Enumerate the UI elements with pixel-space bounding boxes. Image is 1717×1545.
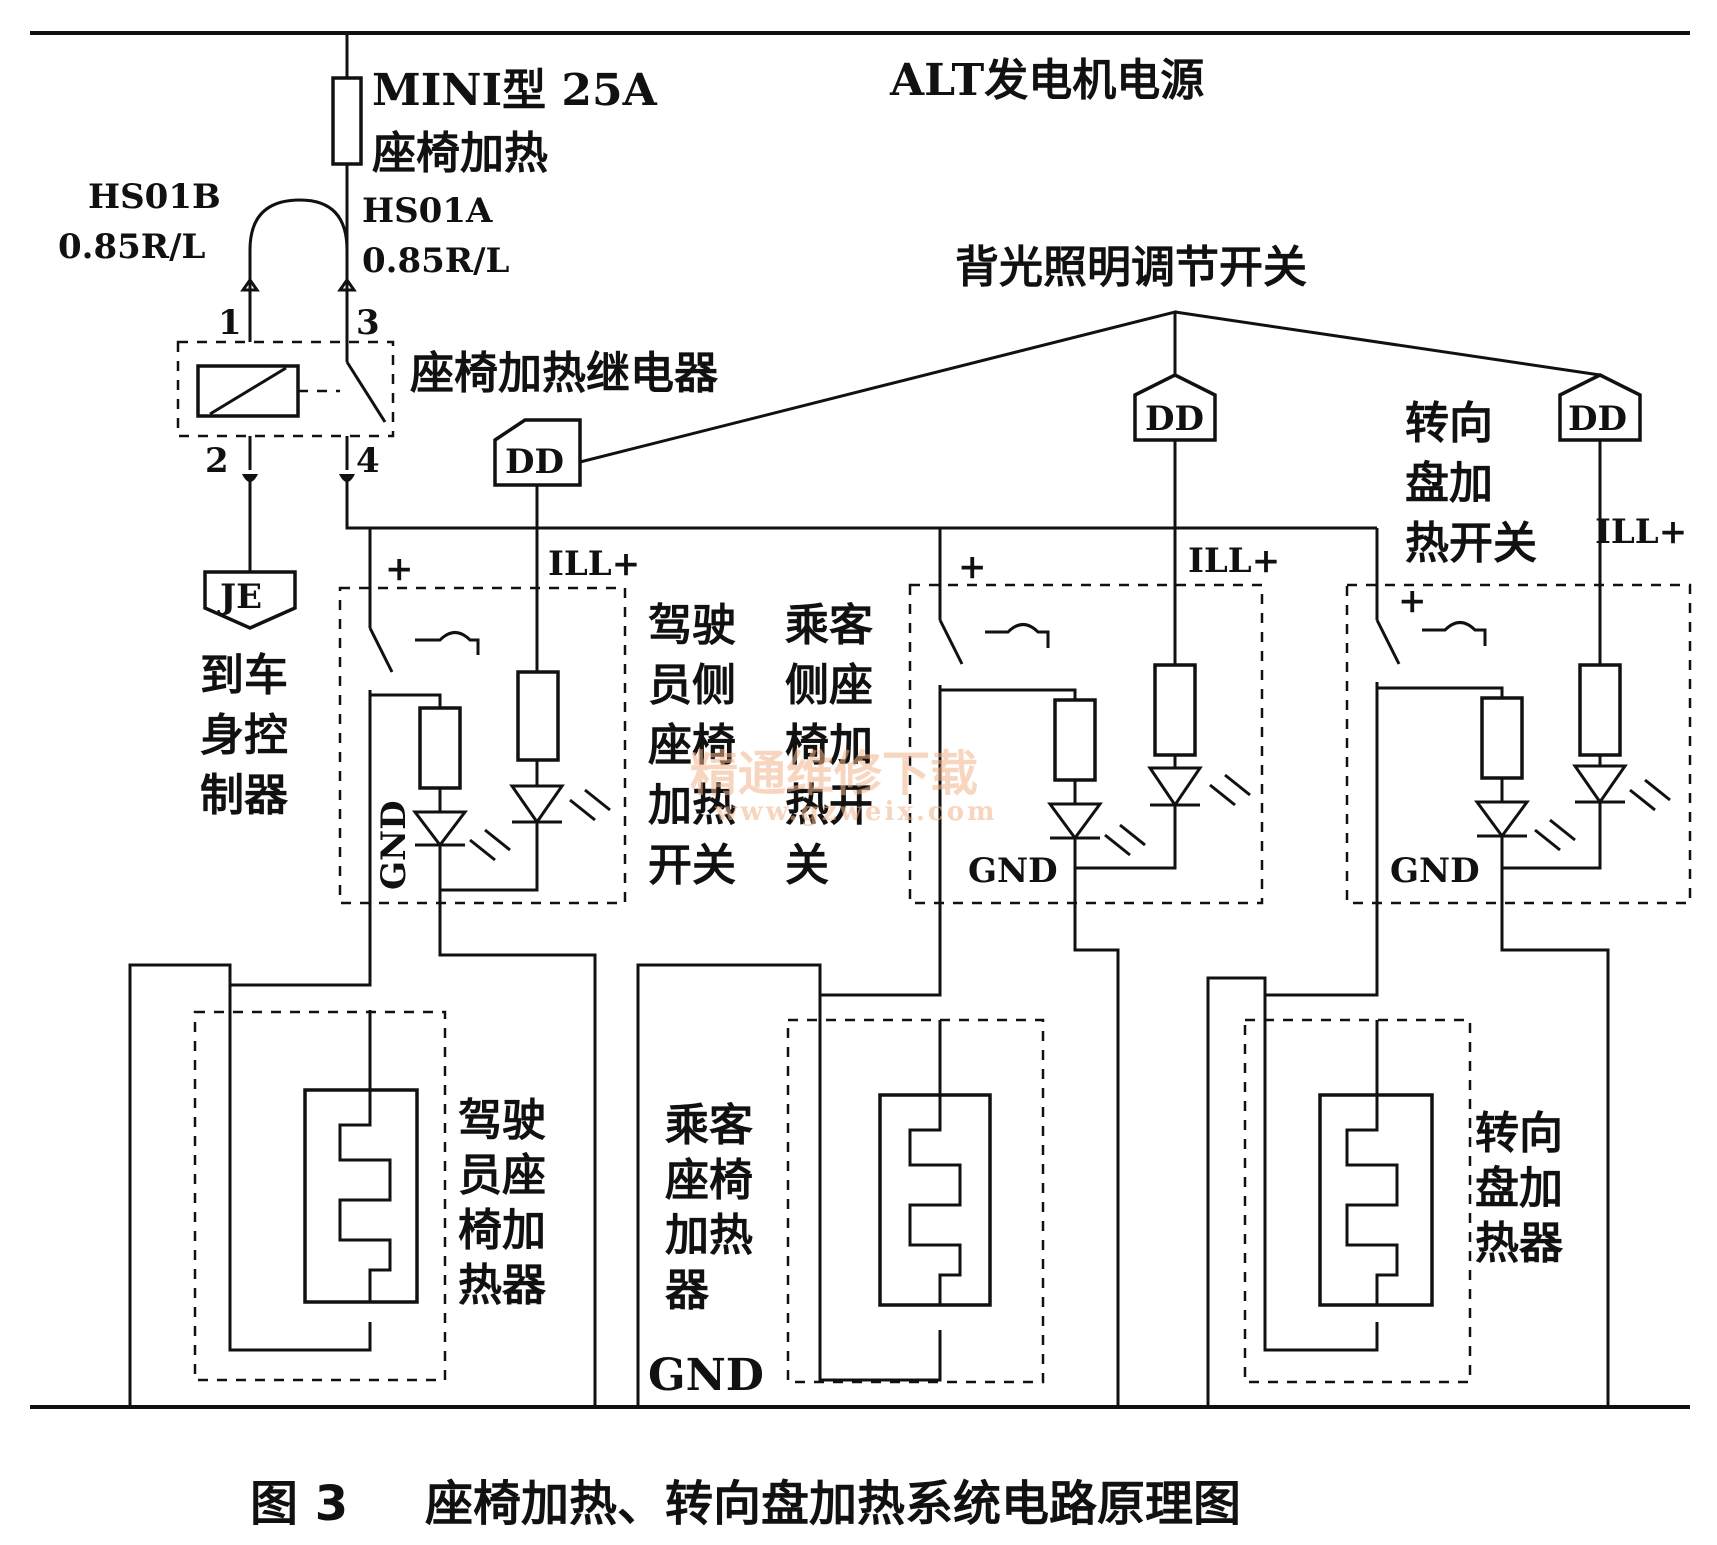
heater-steering-label-2: 盘加	[1475, 1163, 1563, 1214]
fuse-rating: MINI型 25A	[372, 65, 658, 116]
relay-pin-4: 4	[356, 441, 380, 481]
switch-passenger	[908, 560, 1264, 940]
relay-label: 座椅加热继电器	[410, 348, 719, 399]
switch-driver-ill: ILL+	[548, 544, 640, 584]
wire-hs01a-spec: 0.85R/L	[362, 241, 509, 281]
relay-housing	[176, 340, 395, 438]
je-connector	[203, 570, 297, 630]
je-label-3: 制器	[200, 770, 289, 821]
switch-steering	[1345, 560, 1692, 940]
switch-driver	[338, 560, 627, 940]
relay-pin-2: 2	[205, 441, 229, 481]
heater-passenger-label-1: 乘客	[665, 1100, 753, 1151]
power-label: ALT发电机电源	[889, 55, 1204, 106]
switch-passenger-plus: +	[958, 547, 987, 587]
wire-hs01b-name: HS01B	[88, 177, 221, 217]
wire-hs01b-spec: 0.85R/L	[58, 227, 205, 267]
watermark-text: 精通维修下载	[690, 746, 978, 802]
switch-steering-label-2: 盘加	[1405, 458, 1493, 509]
switch-driver-gnd: GND	[374, 800, 414, 890]
heater-driver-label-4: 热器	[458, 1260, 547, 1311]
switch-driver-label-1: 驾驶	[648, 600, 736, 651]
ground-label: GND	[648, 1350, 764, 1401]
switch-driver-label-3: 座椅	[648, 720, 736, 771]
heater-passenger-label-3: 加热	[665, 1210, 753, 1261]
wire-hs01a-name: HS01A	[362, 191, 493, 231]
watermark-url: www.gzweix.com	[714, 797, 998, 827]
backlight-fanout	[579, 310, 1601, 464]
wire-hs01b	[248, 198, 349, 280]
switch-passenger-label-4: 热开	[785, 780, 873, 831]
svg-text:DD: DD	[505, 442, 564, 482]
fuse-name: 座椅加热	[372, 128, 548, 179]
backlight-dd-2: DD	[1133, 373, 1217, 442]
switch-passenger-label-2: 侧座	[785, 660, 873, 711]
switch-steering-label-3: 热开关	[1405, 518, 1537, 569]
je-label-2: 身控	[200, 710, 288, 761]
je-label-1: 到车	[200, 650, 288, 701]
switch-steering-plus: +	[1398, 581, 1427, 621]
switch-passenger-label-3: 椅加	[785, 720, 873, 771]
relay	[176, 277, 395, 482]
backlight-label: 背光照明调节开关	[955, 242, 1307, 293]
svg-text:DD: DD	[1568, 399, 1627, 439]
switch-passenger-ill: ILL+	[1188, 541, 1280, 581]
heater-driver	[128, 940, 597, 1407]
switch-passenger-label-1: 乘客	[785, 600, 873, 651]
heater-passenger	[636, 940, 1120, 1407]
heater-steering-label-3: 热器	[1475, 1218, 1564, 1269]
switch-driver-plus: +	[385, 549, 414, 589]
heater-driver-label-2: 员座	[458, 1150, 546, 1201]
relay-pin-1: 1	[218, 303, 242, 343]
switch-steering-ill: ILL+	[1595, 512, 1687, 552]
relay-output-bus	[345, 480, 1377, 530]
switch-steering-gnd: GND	[1390, 851, 1480, 891]
backlight-dd-3: DD	[1558, 373, 1642, 442]
heater-driver-label-1: 驾驶	[458, 1095, 546, 1146]
switch-steering-label-1: 转向	[1405, 398, 1493, 449]
caption-number: 图 3	[250, 1476, 348, 1532]
heater-passenger-label-4: 器	[665, 1265, 710, 1316]
je-tag: JE	[217, 577, 262, 617]
heater-steering	[1206, 940, 1610, 1407]
switch-passenger-gnd: GND	[968, 851, 1058, 891]
backlight-dd-1: DD	[493, 418, 582, 487]
svg-text:DD: DD	[1145, 399, 1204, 439]
heater-steering-label-1: 转向	[1475, 1108, 1563, 1159]
relay-pin-3: 3	[356, 303, 380, 343]
switch-driver-label-4: 加热	[648, 780, 736, 831]
switch-driver-label-5: 开关	[648, 840, 736, 891]
caption-title: 座椅加热、转向盘加热系统电路原理图	[425, 1476, 1241, 1532]
heater-driver-label-3: 椅加	[458, 1205, 546, 1256]
switch-driver-label-2: 员侧	[648, 660, 736, 711]
heater-passenger-label-2: 座椅	[665, 1155, 753, 1206]
switch-passenger-label-5: 关	[785, 840, 829, 891]
fuse-symbol	[331, 76, 363, 166]
